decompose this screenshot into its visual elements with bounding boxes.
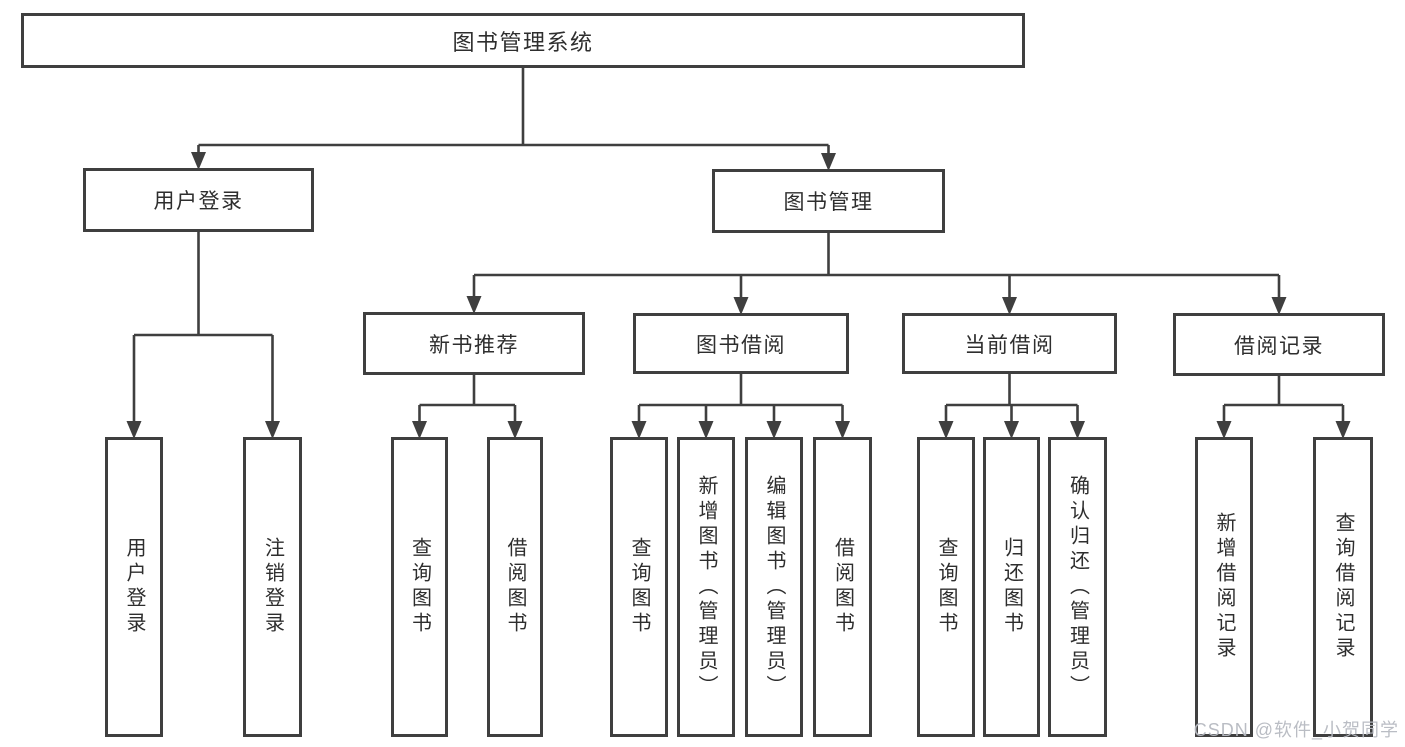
arrowhead-icon — [412, 421, 427, 439]
arrowhead-icon — [1271, 297, 1287, 315]
node-label: 新增借阅记录 — [1213, 512, 1235, 662]
node-label: 图书管理系统 — [452, 29, 594, 55]
node-user-login-branch: 用户登录 — [83, 168, 314, 232]
node-label: 图书借阅 — [696, 333, 786, 357]
arrowhead-icon — [1335, 421, 1351, 439]
node-bb-edit-books: 编辑图书（管理员） — [745, 437, 803, 737]
arrowhead-icon — [698, 421, 714, 439]
node-bb-query-books: 查询图书 — [610, 437, 668, 737]
node-label: 用户登录 — [123, 537, 145, 637]
node-rec-query-books: 查询图书 — [391, 437, 448, 737]
watermark: CSDN @软件_小贺同学 — [1193, 720, 1399, 740]
node-label: 编辑图书（管理员） — [763, 474, 785, 700]
node-new-book-rec: 新书推荐 — [363, 312, 585, 375]
node-borrow-records: 借阅记录 — [1173, 313, 1385, 376]
arrowhead-icon — [265, 421, 280, 439]
node-label: 新书推荐 — [429, 333, 519, 357]
arrowhead-icon — [1216, 421, 1232, 439]
node-label: 借阅图书 — [831, 537, 854, 637]
arrowhead-icon — [835, 421, 850, 439]
arrowhead-icon — [1004, 421, 1019, 439]
node-label: 注销登录 — [261, 537, 284, 637]
arrowhead-icon — [938, 421, 954, 439]
node-label: 用户登录 — [153, 190, 244, 213]
node-br-query-record: 查询借阅记录 — [1313, 437, 1373, 737]
node-cb-query-books: 查询图书 — [917, 437, 975, 737]
node-label: 确认归还（管理员） — [1066, 474, 1089, 700]
node-rec-borrow-books: 借阅图书 — [487, 437, 543, 737]
node-br-add-record: 新增借阅记录 — [1195, 437, 1253, 737]
node-login: 用户登录 — [105, 437, 163, 737]
arrowhead-icon — [466, 296, 482, 314]
arrowhead-icon — [1070, 421, 1085, 439]
node-label: 查询图书 — [935, 537, 957, 637]
arrowhead-icon — [191, 152, 206, 170]
node-book-borrow: 图书借阅 — [633, 313, 849, 374]
node-book-mgmt: 图书管理 — [712, 169, 945, 233]
arrowhead-icon — [766, 421, 782, 439]
arrowhead-icon — [1002, 297, 1017, 315]
node-bb-add-books: 新增图书（管理员） — [677, 437, 735, 737]
arrowhead-icon — [631, 421, 647, 439]
node-label: 查询图书 — [408, 537, 431, 637]
node-label: 新增图书（管理员） — [695, 474, 717, 700]
node-label: 借阅记录 — [1234, 334, 1324, 358]
node-cb-return-books: 归还图书 — [983, 437, 1040, 737]
arrowhead-icon — [733, 297, 749, 315]
node-label: 图书管理 — [783, 191, 874, 214]
node-label: 查询借阅记录 — [1332, 512, 1354, 662]
arrowhead-icon — [126, 421, 142, 439]
node-logout: 注销登录 — [243, 437, 302, 737]
node-label: 归还图书 — [1000, 537, 1023, 637]
node-cb-confirm-return: 确认归还（管理员） — [1048, 437, 1107, 737]
node-label: 当前借阅 — [964, 333, 1055, 357]
node-label: 借阅图书 — [504, 537, 526, 637]
node-bb-borrow-books: 借阅图书 — [813, 437, 872, 737]
arrowhead-icon — [507, 421, 523, 439]
arrowhead-icon — [821, 153, 836, 171]
node-root: 图书管理系统 — [21, 13, 1025, 68]
node-label: 查询图书 — [628, 537, 650, 637]
node-current-borrow: 当前借阅 — [902, 313, 1117, 374]
